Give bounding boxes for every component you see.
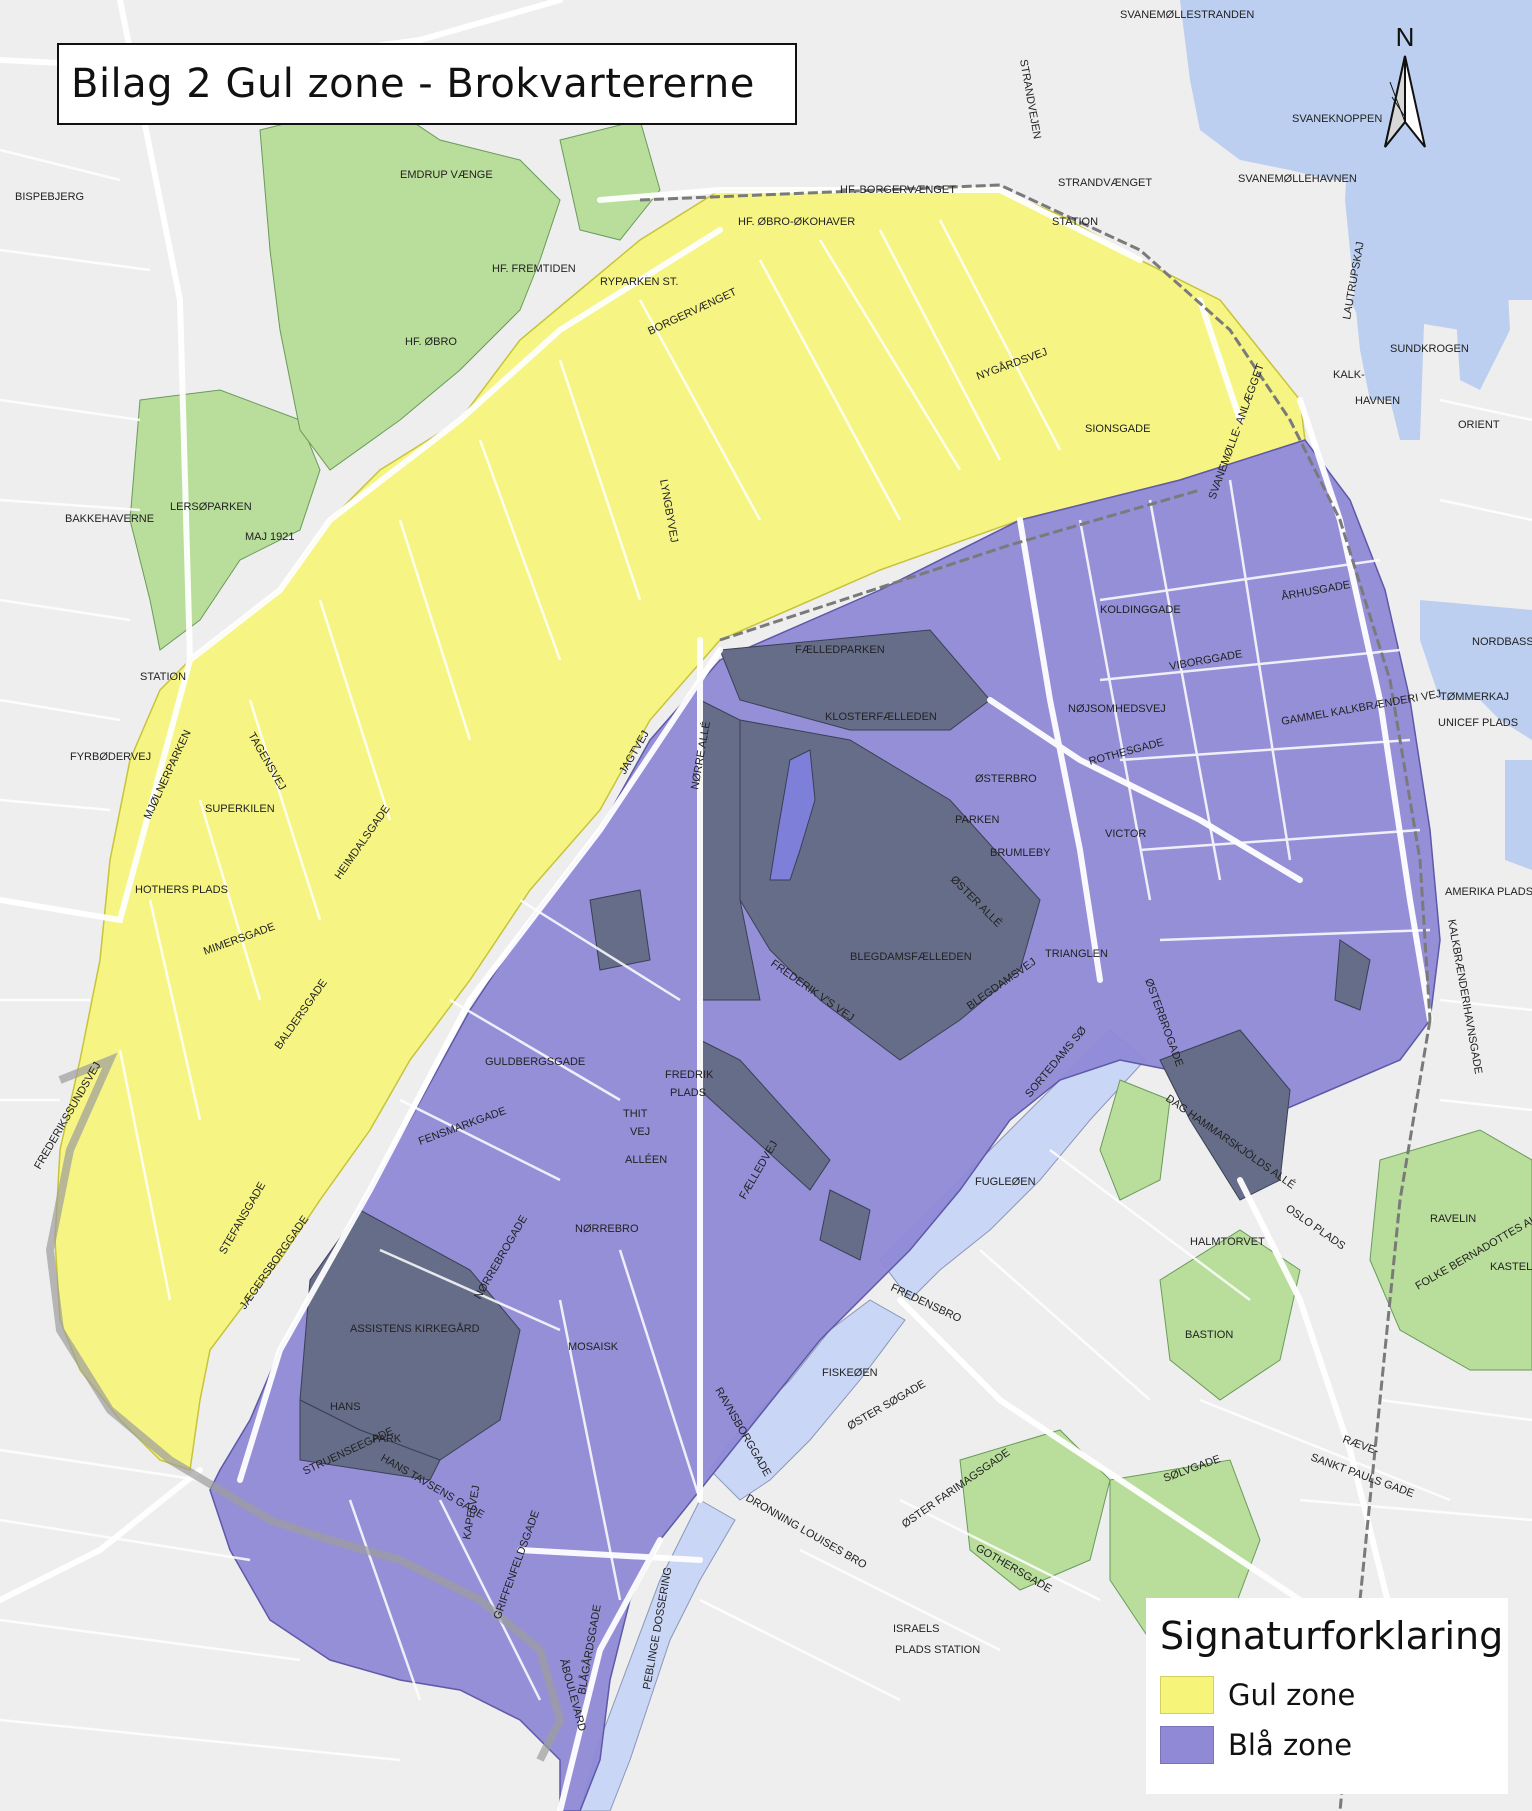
ostre-anlaeg-green bbox=[1159, 1229, 1301, 1401]
label-hf-obro: HF. ØBRO bbox=[405, 336, 457, 348]
harbor-water-2 bbox=[1345, 100, 1430, 440]
north-arrow-icon: N bbox=[1384, 22, 1426, 148]
street-koldinggade: KOLDINGGADE bbox=[1100, 604, 1181, 616]
blegdamsfaelleden-block bbox=[739, 719, 1041, 1061]
label-trianglen: TRIANGLEN bbox=[1045, 948, 1108, 960]
street-sionsgade: SIONSGADE bbox=[1085, 423, 1150, 435]
label-maj: MAJ 1921 bbox=[245, 531, 295, 543]
label-orient: ORIENT bbox=[1458, 419, 1500, 431]
label-station: STATION bbox=[140, 671, 186, 683]
label-park: PARK bbox=[372, 1433, 402, 1445]
hans-park-block bbox=[299, 1399, 441, 1481]
label-vej: VEJ bbox=[630, 1126, 650, 1138]
street-guldbergsgade: GULDBERGSGADE bbox=[485, 1056, 585, 1068]
emdrup-green bbox=[259, 99, 561, 471]
label-sundkrogen: SUNDKROGEN bbox=[1390, 343, 1469, 355]
minor-roads bbox=[0, 148, 1532, 1762]
label-superkilen: SUPERKILEN bbox=[205, 803, 275, 815]
legend-title: Signaturforklaring bbox=[1160, 1614, 1504, 1658]
kirkegaard-east-block bbox=[1159, 1029, 1291, 1201]
north-label: N bbox=[1396, 22, 1415, 52]
harbor-water-3 bbox=[1440, 130, 1510, 390]
municipal-boundary bbox=[45, 1052, 565, 1762]
map-title: Bilag 2 Gul zone - Brokvartererne bbox=[57, 43, 797, 125]
label-svanemollehavnen: SVANEMØLLEHAVNEN bbox=[1238, 173, 1357, 185]
label-emdrup-vaenge: EMDRUP VÆNGE bbox=[400, 169, 493, 181]
label-bakkehaverne: BAKKEHAVERNE bbox=[65, 513, 154, 525]
label-kalk: KALK- bbox=[1333, 369, 1365, 381]
street-ryparken: RYPARKEN ST. bbox=[600, 276, 678, 288]
street-nojsomhedsvej: NØJSOMHEDSVEJ bbox=[1068, 703, 1166, 715]
label-parken: PARKEN bbox=[955, 814, 999, 826]
label-unicef-plads: UNICEF PLADS bbox=[1438, 717, 1518, 729]
blok-4 bbox=[1334, 939, 1371, 1011]
street-israels: ISRAELS bbox=[893, 1623, 939, 1635]
label-nordbass: NORDBASS bbox=[1472, 636, 1532, 648]
label-osterbro: ØSTERBRO bbox=[975, 773, 1037, 785]
label-fugleoen: FUGLEØEN bbox=[975, 1176, 1036, 1188]
blok-3 bbox=[819, 1189, 871, 1261]
harbor-water-4 bbox=[1420, 600, 1532, 740]
label-plads: PLADS bbox=[670, 1087, 706, 1099]
blok-1 bbox=[589, 889, 651, 971]
label-fredrik: FREDRIK bbox=[665, 1069, 714, 1081]
legend: Signaturforklaring Gul zone Blå zone bbox=[1146, 1598, 1508, 1794]
label-fiskeoen: FISKEØEN bbox=[822, 1367, 878, 1379]
label-amerika-plads: AMERIKA PLADS bbox=[1445, 886, 1532, 898]
label-hans: HANS bbox=[330, 1401, 361, 1413]
label-assistens: ASSISTENS KIRKEGÅRD bbox=[350, 1322, 480, 1335]
legend-label-blue: Blå zone bbox=[1228, 1728, 1353, 1762]
street-strandvaenget: STRANDVÆNGET bbox=[1058, 177, 1152, 189]
legend-item-yellow: Gul zone bbox=[1160, 1672, 1494, 1718]
label-brumleby: BRUMLEBY bbox=[990, 847, 1051, 859]
label-bastion: BASTION bbox=[1185, 1329, 1233, 1341]
label-hf-fremtiden: HF. FREMTIDEN bbox=[492, 263, 576, 275]
label-tommerkaj: TØMMERKAJ bbox=[1440, 691, 1509, 703]
place-labels: LERSØPARKEN MAJ 1921 BAKKEHAVERNE BISPEB… bbox=[15, 113, 1532, 1445]
faelledparken-lake bbox=[769, 749, 816, 881]
harbor-water-5 bbox=[1505, 760, 1532, 870]
street-halmtorvet: HALMTORVET bbox=[1190, 1236, 1265, 1248]
label-faelledparken: FÆLLEDPARKEN bbox=[795, 644, 885, 656]
legend-item-blue: Blå zone bbox=[1160, 1722, 1494, 1768]
legend-swatch-yellow bbox=[1160, 1676, 1214, 1714]
label-lersoparken: LERSØPARKEN bbox=[170, 501, 252, 513]
railway bbox=[639, 183, 1432, 1811]
kastellet-green bbox=[1369, 1129, 1532, 1371]
label-alleen: ALLÉEN bbox=[625, 1153, 667, 1166]
label-hothers-plads: HOTHERS PLADS bbox=[135, 884, 228, 896]
label-klosterfaelleden: KLOSTERFÆLLEDEN bbox=[825, 711, 937, 723]
street-svanemollestranden: SVANEMØLLESTRANDEN bbox=[1120, 9, 1254, 21]
label-ravelin: RAVELIN bbox=[1430, 1213, 1476, 1225]
street-plads-station: PLADS STATION bbox=[895, 1644, 980, 1656]
label-hf-obro-okohaver: HF. ØBRO-ØKOHAVER bbox=[738, 216, 855, 228]
street-station: STATION bbox=[1052, 216, 1098, 228]
faelledparken-block bbox=[719, 629, 991, 731]
label-hf-borgervaenget: HF. BORGERVÆNGET bbox=[840, 184, 956, 196]
label-bispebjerg: BISPEBJERG bbox=[15, 191, 84, 203]
label-norrebro: NØRREBRO bbox=[575, 1223, 639, 1235]
assistens-south-green bbox=[1099, 1079, 1171, 1201]
label-havnen: HAVNEN bbox=[1355, 395, 1400, 407]
label-victor: VICTOR bbox=[1105, 828, 1146, 840]
label-thit: THIT bbox=[623, 1108, 648, 1120]
label-blegdamsfaelleden: BLEGDAMSFÆLLEDEN bbox=[850, 951, 972, 963]
street-fyrbodervej: FYRBØDERVEJ bbox=[70, 751, 151, 763]
label-svaneknoppen: SVANEKNOPPEN bbox=[1292, 113, 1382, 125]
label-kastel: KASTEL bbox=[1490, 1261, 1532, 1273]
legend-label-yellow: Gul zone bbox=[1228, 1678, 1356, 1712]
legend-swatch-blue bbox=[1160, 1726, 1214, 1764]
label-mosaisk: MOSAISK bbox=[568, 1341, 619, 1353]
lersoparken-green bbox=[129, 389, 321, 651]
sortedams-so bbox=[879, 1029, 1146, 1301]
peblinge-so bbox=[709, 1299, 906, 1501]
sankt-jorgens-so bbox=[579, 1499, 736, 1811]
